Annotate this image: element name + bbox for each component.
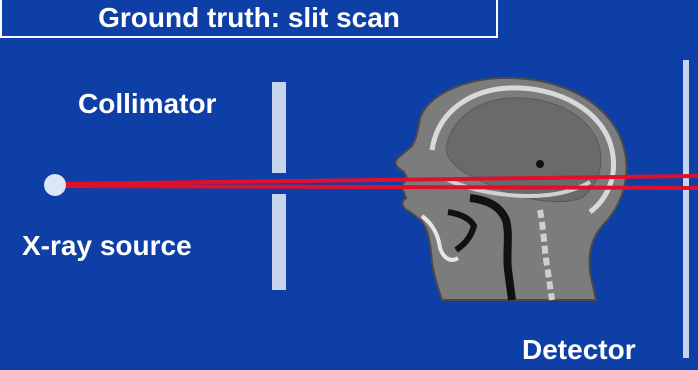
head-ct-image [388,68,680,300]
collimator-bar-bottom [272,194,286,290]
xray-source-label: X-ray source [22,230,192,262]
beam-line-lower [56,186,698,188]
slide-title: Ground truth: slit scan [0,0,498,38]
xray-source-dot [44,174,66,196]
collimator-bar-top [272,82,286,173]
collimator-label: Collimator [78,88,216,120]
detector-label: Detector [522,334,636,366]
